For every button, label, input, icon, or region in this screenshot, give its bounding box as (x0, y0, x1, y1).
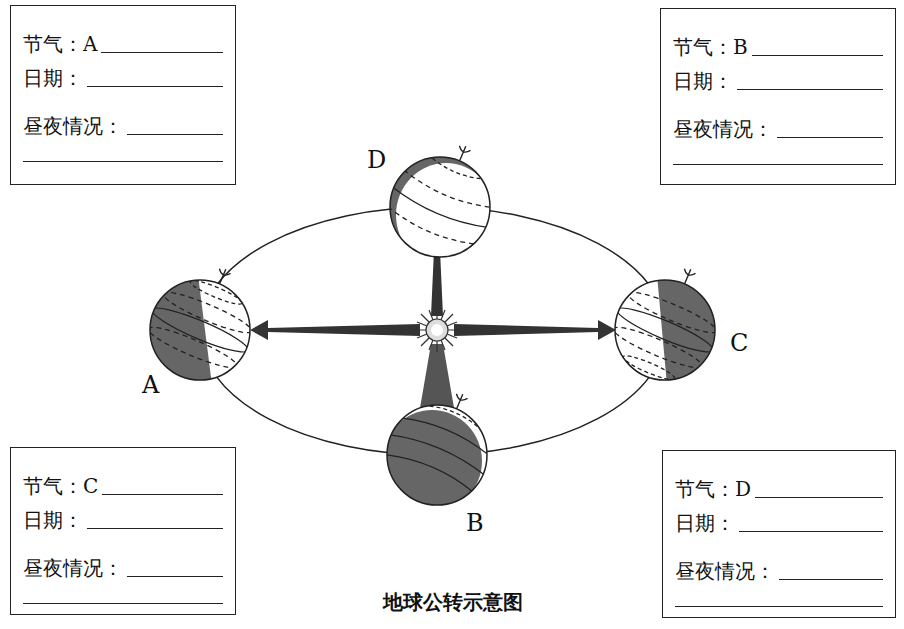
answer-blank (87, 85, 223, 87)
date-line: 日期： (673, 69, 883, 93)
sun-rays (250, 232, 616, 408)
globe-label: D (367, 147, 386, 173)
answer-blank (777, 136, 883, 138)
field-label: 节气：C (23, 474, 98, 498)
daynight-line: 昼夜情况： (23, 114, 223, 138)
sun (415, 308, 459, 352)
answer-blank (675, 605, 883, 607)
answer-blank (779, 578, 883, 580)
fill-in-box: 节气：D 日期： 昼夜情况： (662, 450, 896, 618)
globe-b (381, 392, 503, 512)
answer-blank (127, 575, 223, 577)
date-line: 日期： (23, 66, 223, 90)
field-label: 日期： (23, 66, 83, 90)
globe-label: A (142, 372, 159, 398)
daynight-line: 昼夜情况： (23, 556, 223, 580)
globe-d (382, 144, 505, 267)
field-label: 日期： (673, 69, 733, 93)
term-line: 节气：D (675, 477, 883, 501)
field-label: 节气：D (675, 477, 751, 501)
answer-blank (101, 51, 223, 53)
field-label: 昼夜情况： (23, 556, 123, 580)
answer-blank (673, 163, 883, 165)
answer-blank (127, 133, 223, 135)
answer-blank (23, 602, 223, 604)
field-label: 节气：B (673, 35, 748, 59)
globe-a (140, 267, 266, 385)
answer-blank (755, 496, 883, 498)
globe-label: B (466, 510, 484, 536)
answer-blank (752, 54, 883, 56)
answer-blank (87, 527, 223, 529)
fill-in-box: 节气：A 日期： 昼夜情况： (10, 5, 236, 185)
term-line: 节气：A (23, 32, 223, 56)
date-line: 日期： (675, 511, 883, 535)
field-label: 昼夜情况： (673, 117, 773, 141)
field-label: 昼夜情况： (675, 559, 775, 583)
answer-blank (23, 160, 223, 162)
daynight-line: 昼夜情况： (673, 117, 883, 141)
term-line: 节气：C (23, 474, 223, 498)
globe-c (599, 267, 725, 393)
field-label: 日期： (23, 508, 83, 532)
fill-in-box: 节气：C 日期： 昼夜情况： (10, 447, 236, 615)
term-line: 节气：B (673, 35, 883, 59)
field-label: 昼夜情况： (23, 114, 123, 138)
globe-label: C (730, 330, 748, 356)
answer-blank (102, 493, 223, 495)
date-line: 日期： (23, 508, 223, 532)
daynight-line: 昼夜情况： (675, 559, 883, 583)
field-label: 日期： (675, 511, 735, 535)
answer-blank (737, 88, 883, 90)
field-label: 节气：A (23, 32, 97, 56)
fill-in-box: 节气：B 日期： 昼夜情况： (660, 8, 896, 185)
figure-caption: 地球公转示意图 (383, 590, 523, 614)
answer-blank (739, 530, 883, 532)
